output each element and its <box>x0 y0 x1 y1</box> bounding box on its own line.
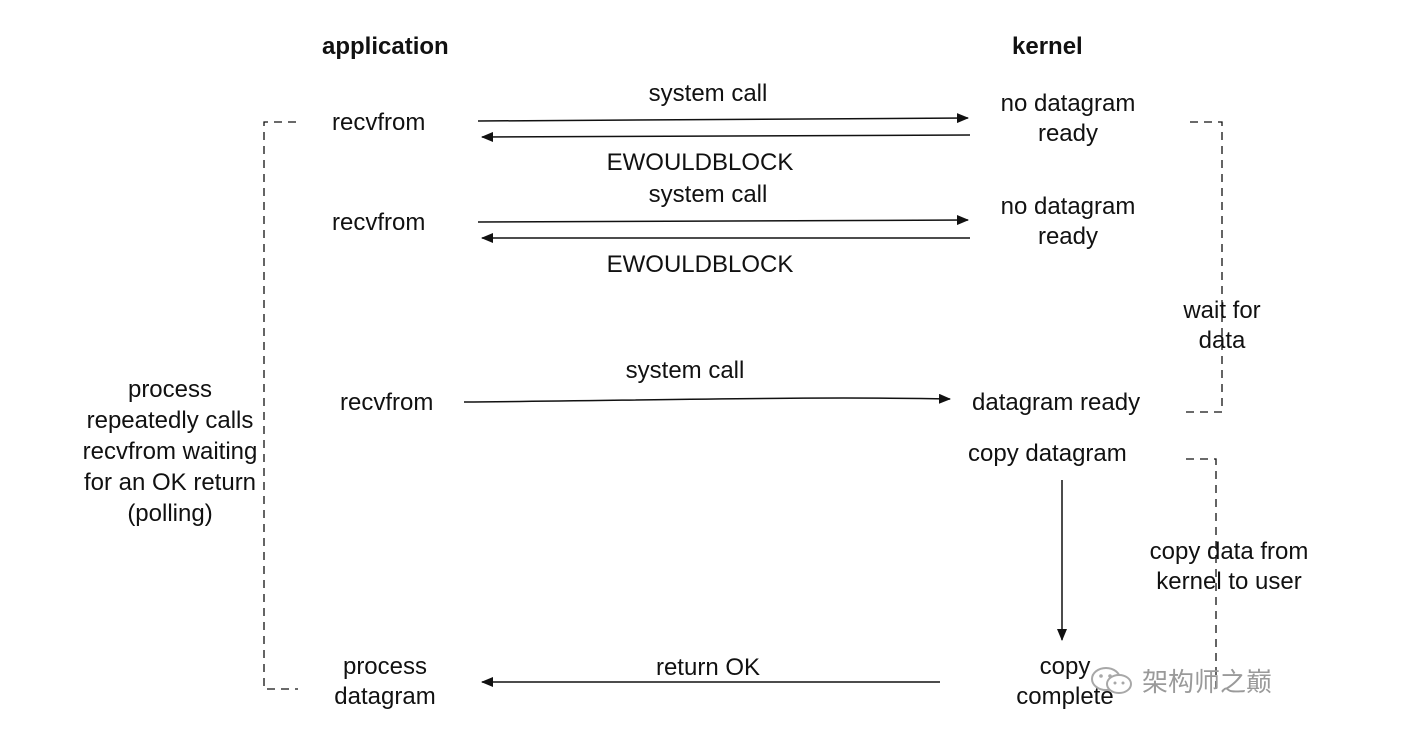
copy-note-line: kernel to user <box>1156 568 1302 595</box>
polling-note-line: for an OK return <box>83 469 257 496</box>
system-call-arrow-3 <box>463 393 951 404</box>
kernel-status-2: no datagram ready <box>970 192 1166 252</box>
process-datagram-line: datagram <box>334 683 436 710</box>
recvfrom-label-2: recvfrom <box>332 209 426 236</box>
system-call-arrow-1 <box>477 113 969 124</box>
system-call-arrow-2 <box>477 215 969 226</box>
polling-note-line: recvfrom waiting <box>82 438 258 465</box>
kernel-status-line: ready <box>1037 223 1099 250</box>
kernel-status-line: no datagram <box>1000 90 1136 117</box>
polling-note: process repeatedly calls recvfrom waitin… <box>70 374 270 529</box>
polling-note-line: (polling) <box>127 500 213 527</box>
watermark-text: 架构师之巅 <box>1142 667 1273 697</box>
wait-note-line: wait for <box>1183 297 1261 324</box>
system-call-label-2: system call <box>648 181 768 208</box>
kernel-status-1: no datagram ready <box>970 89 1166 149</box>
watermark: 架构师之巅 <box>1090 662 1272 699</box>
polling-bracket <box>263 121 298 690</box>
process-datagram-label: process datagram <box>310 652 460 712</box>
ewouldblock-label-2: EWOULDBLOCK <box>606 251 794 278</box>
copy-bracket <box>1186 458 1217 690</box>
ewouldblock-arrow-1 <box>481 131 971 142</box>
system-call-label-3: system call <box>625 357 745 384</box>
copy-complete-line: copy <box>1039 653 1091 680</box>
system-call-label-1: system call <box>648 80 768 107</box>
wait-bracket <box>1186 121 1223 413</box>
copy-complete-label: copy complete <box>990 652 1140 712</box>
ewouldblock-label-1: EWOULDBLOCK <box>606 149 794 176</box>
wechat-icon <box>1091 666 1132 694</box>
kernel-status-line: ready <box>1037 120 1099 147</box>
recvfrom-label-3: recvfrom <box>340 389 434 416</box>
wait-note-line: data <box>1198 327 1246 354</box>
recvfrom-label-1: recvfrom <box>332 109 426 136</box>
polling-note-line: repeatedly calls <box>86 407 254 434</box>
copy-data-note: copy data from kernel to user <box>1124 537 1334 597</box>
wait-for-data-note: wait for data <box>1160 296 1284 356</box>
kernel-status-line: no datagram <box>1000 193 1136 220</box>
kernel-header: kernel <box>1012 33 1083 60</box>
application-header: application <box>322 33 449 60</box>
return-ok-label: return OK <box>655 654 761 681</box>
process-datagram-line: process <box>342 653 428 680</box>
copy-datagram-label: copy datagram <box>968 440 1127 467</box>
datagram-ready-label: datagram ready <box>972 389 1141 416</box>
polling-note-line: process <box>127 376 213 403</box>
copy-note-line: copy data from <box>1149 538 1309 565</box>
